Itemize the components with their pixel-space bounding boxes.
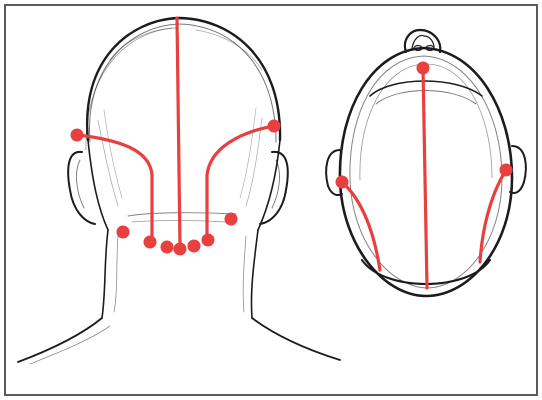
top-dot-left-ear <box>336 176 349 189</box>
back-dot-left-temple <box>71 129 84 142</box>
top-dot-right-ear <box>500 164 513 177</box>
back-of-head-view <box>18 18 340 364</box>
top-of-head-view <box>326 30 526 296</box>
back-dot-row-3 <box>174 243 187 256</box>
back-dot-right-temple <box>268 120 281 133</box>
top-head-red-lines <box>342 68 506 288</box>
back-dot-row-2 <box>161 241 174 254</box>
top-midline <box>423 68 427 288</box>
back-dot-row-4 <box>188 240 201 253</box>
figure-frame <box>5 5 537 395</box>
back-dot-right-nape <box>225 213 238 226</box>
back-dot-row-5 <box>202 234 215 247</box>
back-dot-row-1 <box>144 236 157 249</box>
top-dot-front <box>417 62 430 75</box>
back-dot-left-nape <box>117 226 130 239</box>
